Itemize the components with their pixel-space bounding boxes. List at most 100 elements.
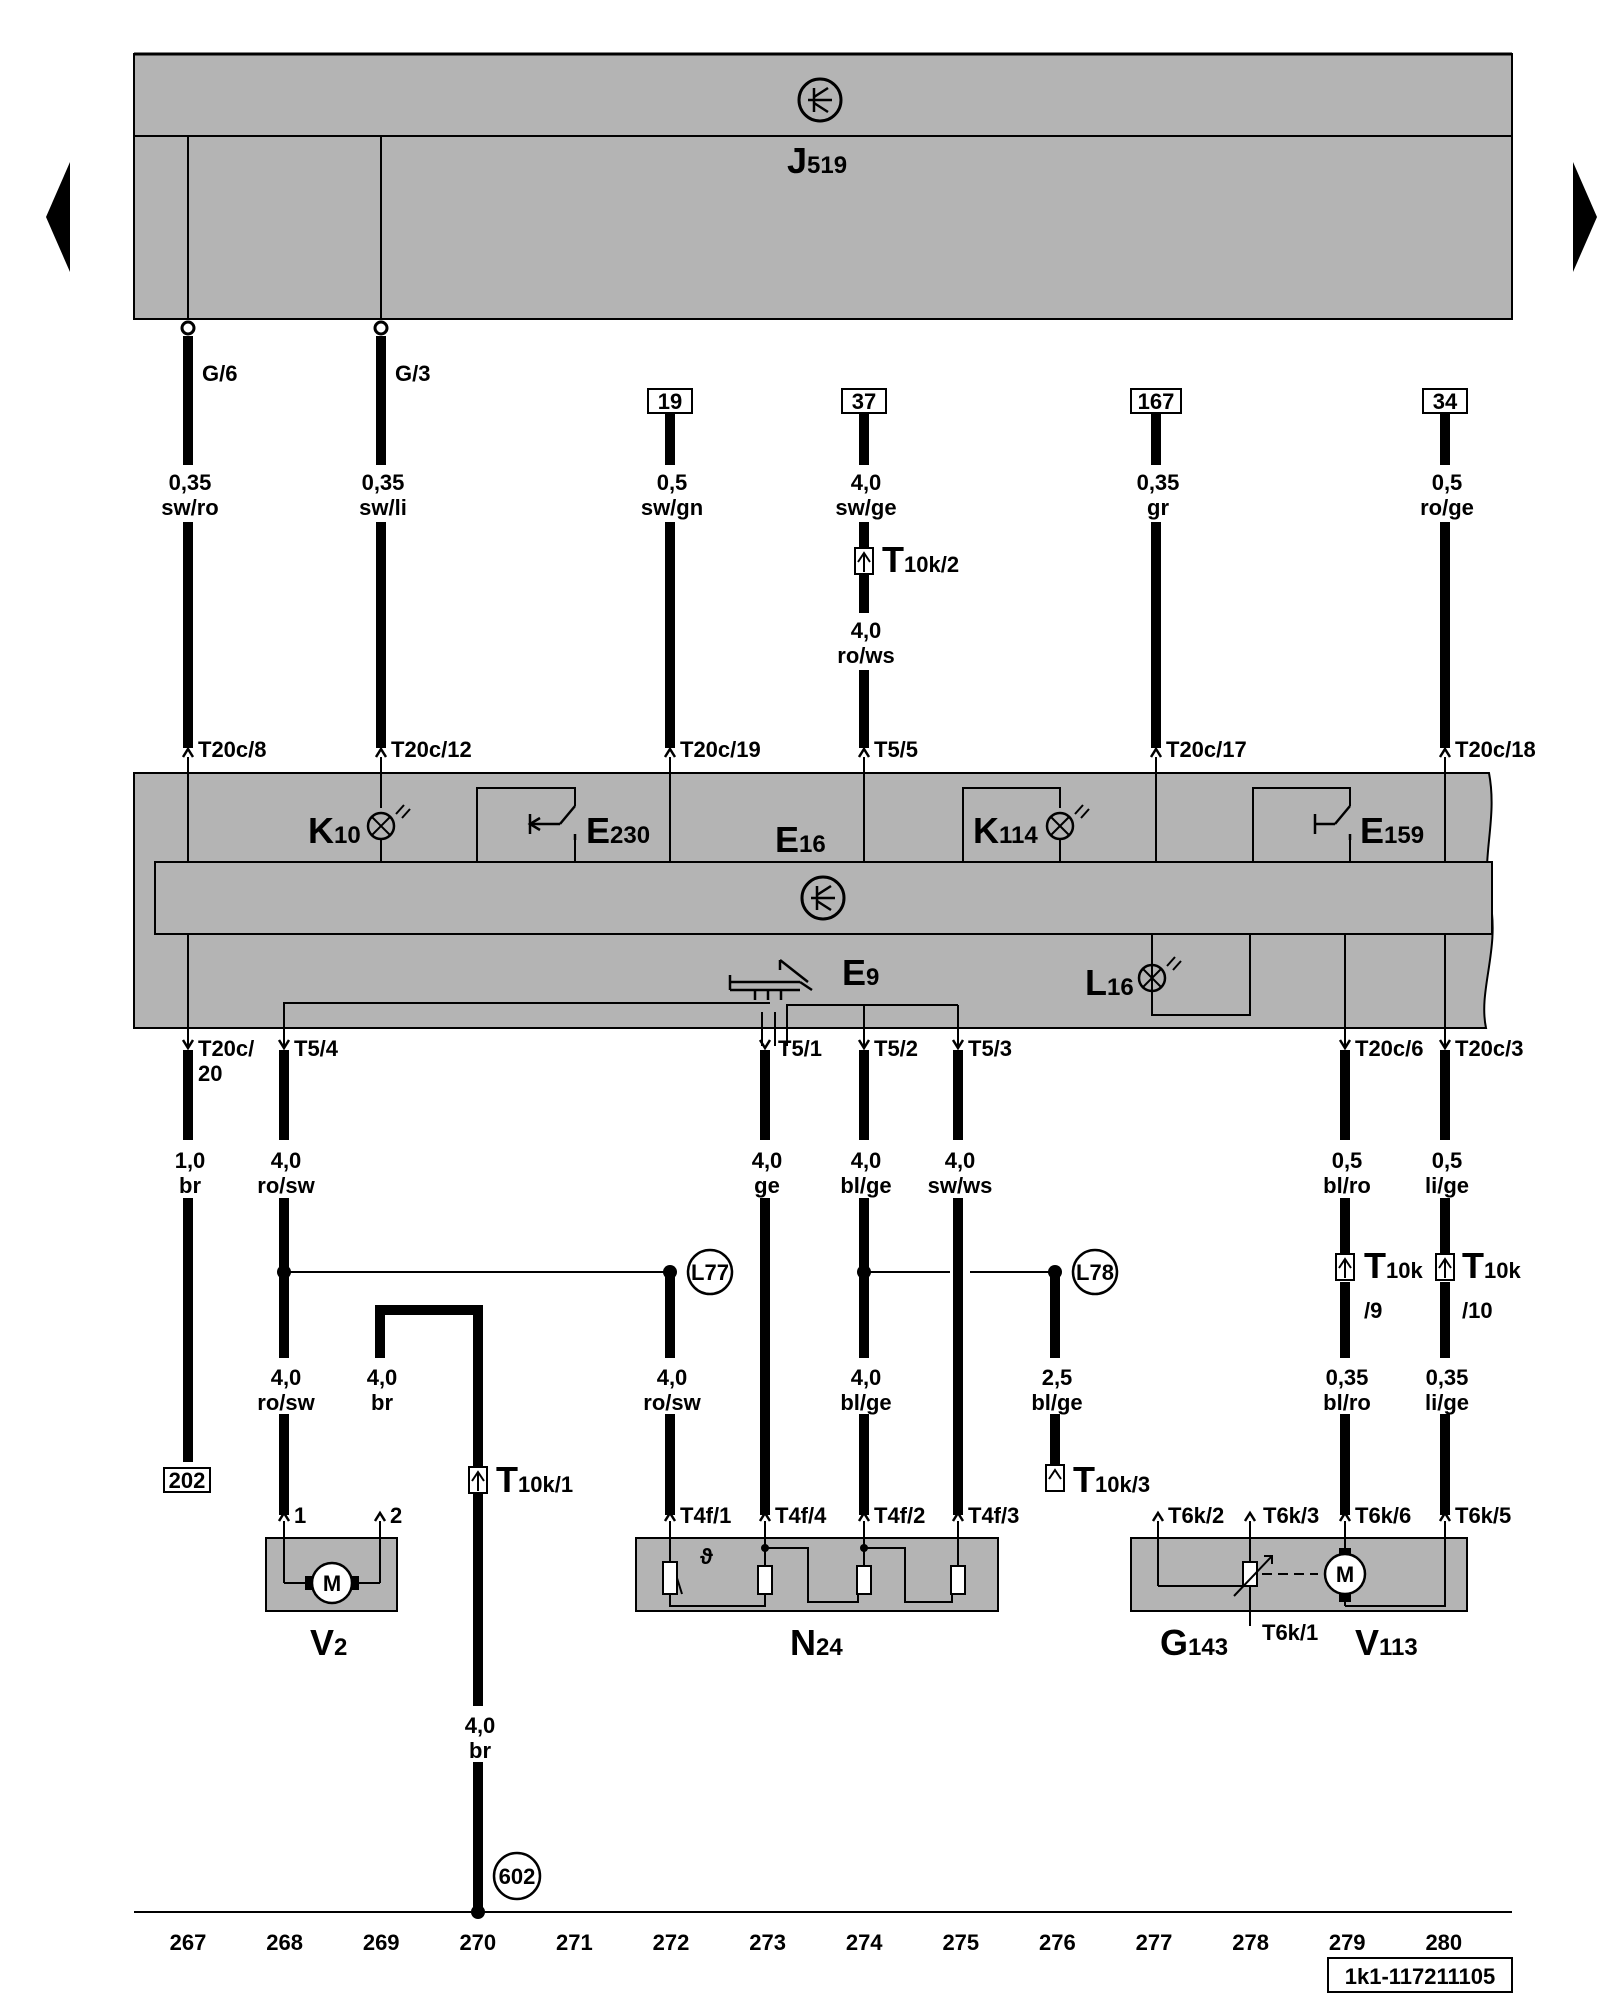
- motor-icon: [310, 1561, 354, 1605]
- splice-l78[interactable]: L78: [1071, 1248, 1119, 1296]
- column-number: 269: [363, 1930, 400, 1955]
- v113-label: V113: [1355, 1622, 1418, 1663]
- svg-text:li/ge: li/ge: [1425, 1173, 1469, 1198]
- k114-label: K114: [973, 810, 1038, 851]
- motor-icon: [1323, 1552, 1367, 1596]
- svg-text:T6k/6: T6k/6: [1355, 1503, 1411, 1528]
- svg-text:bl/ge: bl/ge: [840, 1173, 891, 1198]
- svg-text:0,35: 0,35: [362, 470, 405, 495]
- svg-text:T20c/3: T20c/3: [1455, 1036, 1524, 1061]
- column-number: 267: [170, 1930, 207, 1955]
- ref-box-37[interactable]: 37: [841, 388, 887, 414]
- svg-text:T10k: T10k: [1364, 1245, 1423, 1286]
- wire-label-5: 0,35 gr: [1137, 470, 1180, 520]
- next-page-arrow-icon[interactable]: [1573, 162, 1597, 272]
- connector-labels-upper: T20c/8 T20c/12 T20c/19 T5/5 T20c/17 T20c…: [198, 737, 1536, 762]
- column-number: 273: [749, 1930, 786, 1955]
- svg-text:sw/ws: sw/ws: [928, 1173, 993, 1198]
- svg-text:1,0: 1,0: [175, 1148, 206, 1173]
- svg-text:0,5: 0,5: [1432, 470, 1463, 495]
- svg-text:bl/ro: bl/ro: [1323, 1173, 1371, 1198]
- e9-switch-icon: [728, 959, 813, 1000]
- svg-text:T4f/1: T4f/1: [680, 1503, 731, 1528]
- svg-text:4,0: 4,0: [271, 1365, 302, 1390]
- ref-box-202[interactable]: 202: [163, 1467, 211, 1493]
- svg-text:T20c/: T20c/: [198, 1036, 254, 1061]
- column-number: 271: [556, 1930, 593, 1955]
- ground-point-602[interactable]: 602: [492, 1851, 542, 1901]
- svg-text:1k1-117211105: 1k1-117211105: [1345, 1964, 1496, 1989]
- svg-text:0,5: 0,5: [657, 470, 688, 495]
- g143-label: G143: [1160, 1622, 1228, 1663]
- svg-text:4,0: 4,0: [851, 470, 882, 495]
- splice-l77[interactable]: L77: [686, 1248, 734, 1296]
- column-number: 270: [459, 1930, 496, 1955]
- svg-text:L78: L78: [1076, 1260, 1114, 1285]
- e16-label: E16: [775, 819, 826, 860]
- svg-text:T5/1: T5/1: [778, 1036, 822, 1061]
- svg-text:4,0: 4,0: [367, 1365, 398, 1390]
- motor-v2: 1 2 M: [265, 1503, 402, 1612]
- svg-text:0,5: 0,5: [1432, 1148, 1463, 1173]
- svg-text:T10k: T10k: [1462, 1245, 1521, 1286]
- svg-text:ro/sw: ro/sw: [643, 1390, 701, 1415]
- svg-text:34: 34: [1433, 389, 1458, 414]
- l16-label: L16: [1085, 962, 1134, 1003]
- ref-box-167[interactable]: 167: [1130, 388, 1182, 414]
- svg-text:T10k/2: T10k/2: [882, 539, 959, 580]
- svg-text:202: 202: [169, 1468, 206, 1493]
- svg-text:T5/4: T5/4: [294, 1036, 339, 1061]
- column-number: 279: [1329, 1930, 1366, 1955]
- wire-labels-low: 4,0 ro/sw 4,0 br 4,0 ro/sw 4,0 bl/ge 2,5…: [257, 1365, 1469, 1763]
- control-unit-j519: J519: [133, 52, 1513, 320]
- document-id: 1k1-117211105: [1327, 1957, 1513, 1993]
- svg-text:T10k/1: T10k/1: [496, 1459, 573, 1500]
- svg-text:19: 19: [658, 389, 682, 414]
- svg-text:T5/2: T5/2: [874, 1036, 918, 1061]
- svg-text:sw/li: sw/li: [359, 495, 407, 520]
- pin-markers-bottom: [277, 1510, 1452, 1522]
- e16-electronic-icon: [800, 875, 846, 921]
- svg-text:1: 1: [294, 1503, 306, 1528]
- k114-lamp-icon: [1045, 804, 1090, 841]
- column-number: 278: [1232, 1930, 1269, 1955]
- svg-text:2,5: 2,5: [1042, 1365, 1073, 1390]
- connector-t10k9: T10k /9: [1335, 1245, 1423, 1323]
- column-number: 275: [942, 1930, 979, 1955]
- thermal-fuse-icon: ϑ: [700, 1544, 713, 1569]
- v2-label: V2: [310, 1622, 347, 1663]
- svg-text:T20c/17: T20c/17: [1166, 737, 1247, 762]
- svg-text:T4f/4: T4f/4: [775, 1503, 827, 1528]
- svg-text:4,0: 4,0: [465, 1713, 496, 1738]
- svg-text:T20c/19: T20c/19: [680, 737, 761, 762]
- svg-text:T20c/12: T20c/12: [391, 737, 472, 762]
- middle-wires: [183, 1050, 1450, 1912]
- svg-text:0,5: 0,5: [1332, 1148, 1363, 1173]
- j519-label: J519: [787, 140, 847, 181]
- svg-text:0,35: 0,35: [1137, 470, 1180, 495]
- wire-label-4b: 4,0 ro/ws: [837, 618, 894, 668]
- ref-box-34[interactable]: 34: [1422, 388, 1468, 414]
- svg-text:602: 602: [499, 1864, 536, 1889]
- svg-text:G/3: G/3: [395, 361, 430, 386]
- svg-text:L77: L77: [691, 1260, 729, 1285]
- svg-text:0,35: 0,35: [1326, 1365, 1369, 1390]
- pin-g6: G/6: [180, 320, 237, 386]
- svg-text:167: 167: [1138, 389, 1175, 414]
- pin-g3: G/3: [373, 320, 430, 386]
- e230-switch-icon: [527, 805, 577, 840]
- svg-text:sw/ge: sw/ge: [835, 495, 896, 520]
- svg-text:T10k/3: T10k/3: [1073, 1459, 1150, 1500]
- svg-text:T20c/18: T20c/18: [1455, 737, 1536, 762]
- previous-page-arrow-icon[interactable]: [46, 162, 70, 272]
- ref-box-19[interactable]: 19: [647, 388, 693, 414]
- e159-label: E159: [1360, 810, 1424, 851]
- wire-label-2: 0,35 sw/li: [359, 470, 407, 520]
- svg-text:4,0: 4,0: [851, 1365, 882, 1390]
- svg-text:T20c/6: T20c/6: [1355, 1036, 1424, 1061]
- column-number: 277: [1136, 1930, 1173, 1955]
- wire-label-4: 4,0 sw/ge: [835, 470, 896, 520]
- svg-text:0,35: 0,35: [169, 470, 212, 495]
- k10-lamp-icon: [366, 804, 411, 841]
- connector-t10k10: T10k /10: [1435, 1245, 1521, 1323]
